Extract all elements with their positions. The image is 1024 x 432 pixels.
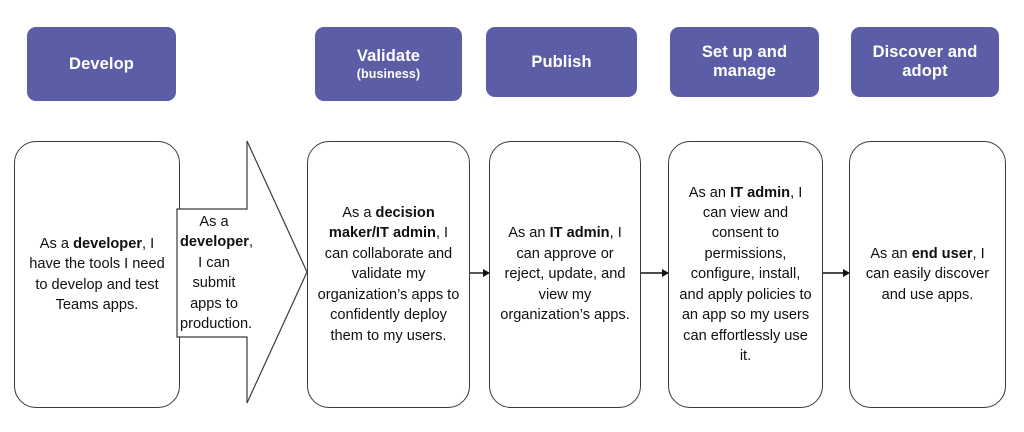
stage-chip-develop[interactable]: Develop [27, 27, 176, 101]
stage-chip-discover-adopt[interactable]: Discover and adopt [851, 27, 999, 97]
persona-card-text: As an IT admin, I can view and consent t… [679, 184, 812, 364]
stage-chip-label: Publish [531, 52, 592, 71]
persona-card-text: As an IT admin, I can approve or reject,… [500, 225, 630, 324]
block-arrow-shape [176, 140, 308, 404]
stage-chip-label: Validate [356, 46, 421, 65]
persona-card-it-admin-publish[interactable]: As an IT admin, I can approve or reject,… [489, 141, 641, 408]
persona-card-text: As a developer, I have the tools I need … [29, 235, 165, 313]
stage-chip-label: Discover and adopt [872, 43, 978, 80]
persona-card-text: As an end user, I can easily discover an… [865, 245, 990, 303]
connector-publish-to-manage [641, 266, 669, 280]
persona-card-text: As a decision maker/IT admin, I can coll… [317, 205, 460, 344]
persona-card-decision-maker[interactable]: As a decision maker/IT admin, I can coll… [307, 141, 470, 408]
stage-chip-publish[interactable]: Publish [486, 27, 637, 97]
block-arrow-submit-to-production[interactable]: As a developer, I can submit apps to pro… [176, 140, 310, 404]
arrow-right-icon [823, 269, 850, 277]
connector-validate-to-publish [470, 266, 490, 280]
stage-chip-sublabel: (business) [356, 66, 421, 81]
persona-card-it-admin-manage[interactable]: As an IT admin, I can view and consent t… [668, 141, 823, 408]
persona-card-end-user[interactable]: As an end user, I can easily discover an… [849, 141, 1006, 408]
persona-card-developer[interactable]: As a developer, I have the tools I need … [14, 141, 180, 408]
arrow-right-icon [641, 269, 669, 277]
block-arrow-label: As a developer, I can submit apps to pro… [180, 214, 253, 333]
stage-chip-label: Develop [69, 54, 134, 73]
arrow-right-icon [470, 269, 490, 277]
stage-chip-label: Set up and manage [701, 43, 788, 80]
connector-manage-to-discover [823, 266, 850, 280]
stage-chip-validate[interactable]: Validate (business) [315, 27, 462, 101]
stage-chip-set-up-manage[interactable]: Set up and manage [670, 27, 819, 97]
